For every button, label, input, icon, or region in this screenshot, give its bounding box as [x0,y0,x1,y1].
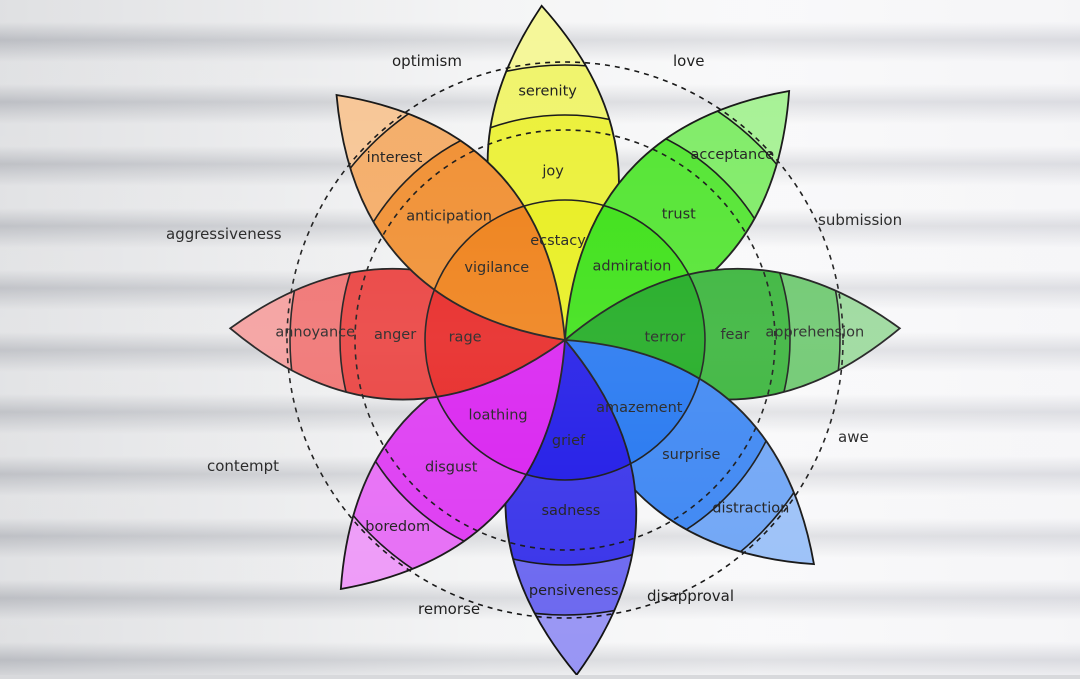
petal-label-trust-middle: trust [662,207,696,223]
petal-label-joy-middle: joy [541,163,564,179]
dyad-label-disapproval: disapproval [647,587,734,605]
petal-label-anticipation-middle: anticipation [406,209,492,225]
petal-label-anticipation-inner: vigilance [464,260,529,276]
petal-label-disgust-outer: boredom [365,519,430,535]
dyad-label-optimism: optimism [392,52,462,70]
petal-label-fear-middle: fear [720,327,749,343]
dyad-label-aggressiveness: aggressiveness [166,225,282,243]
petal-label-anger-outer: annoyance [275,324,355,340]
petal-label-surprise-outer: distraction [712,500,789,516]
dyad-label-love: love [673,52,704,70]
petal-label-sadness-middle: sadness [541,503,600,519]
petal-label-surprise-middle: surprise [662,447,720,463]
petal-label-trust-inner: admiration [592,259,671,275]
dyad-label-awe: awe [838,428,869,446]
petal-label-surprise-inner: amazement [596,400,683,416]
petal-label-disgust-middle: disgust [425,459,478,475]
petal-label-joy-outer: serenity [518,84,577,100]
petal-label-fear-outer: apprehension [765,324,864,340]
petal-label-disgust-inner: loathing [469,407,528,423]
petal-label-anger-inner: rage [449,330,482,346]
dyad-label-contempt: contempt [207,457,279,475]
petal-label-fear-inner: terror [645,330,686,346]
dyad-label-submission: submission [818,211,902,229]
petal-label-joy-inner: ecstacy [530,233,586,249]
dyad-label-remorse: remorse [418,600,480,618]
petal-label-anticipation-outer: interest [367,150,423,166]
petal-label-trust-outer: acceptance [690,147,774,163]
petal-label-anger-middle: anger [374,327,416,343]
petal-label-sadness-inner: grief [552,433,586,449]
petal-label-sadness-outer: pensiveness [529,583,619,599]
